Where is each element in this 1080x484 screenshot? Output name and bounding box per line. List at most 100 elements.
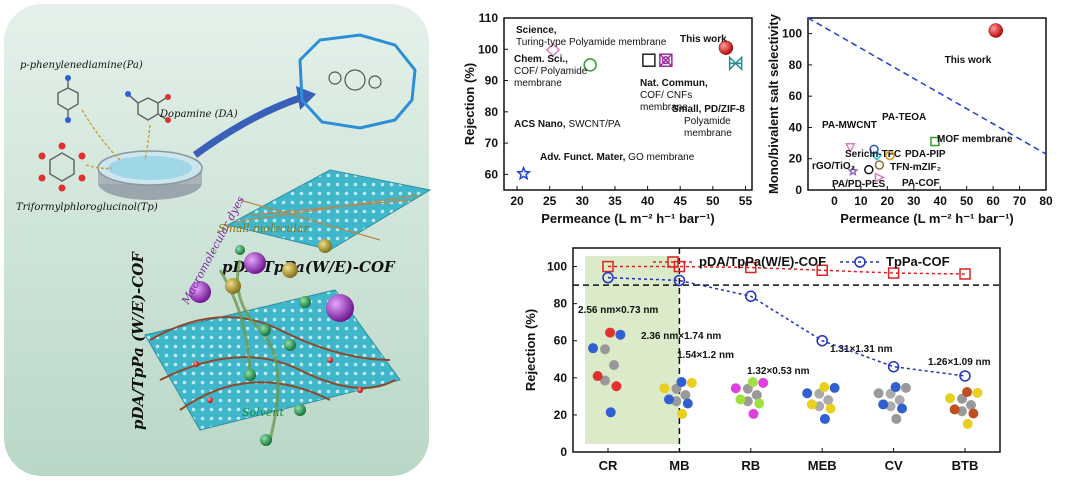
point-label: rGO/TiO₂ (812, 161, 855, 172)
molecule-size-label: 1.54×1.2 nm (677, 350, 734, 361)
data-point-marker (845, 143, 856, 154)
legend: pDA/TpPa(W/E)-COF TpPa-COF (653, 254, 950, 269)
molecule-size-label: 1.31×1.31 nm (830, 344, 893, 355)
solvent-ball (284, 339, 296, 351)
dye-molecule-icon (873, 382, 912, 424)
data-point-marker (642, 53, 656, 67)
data-point-marker (745, 290, 757, 302)
data-point-marker (988, 23, 1004, 38)
reaction-arrow (192, 94, 302, 158)
point-label: MOF membrane (937, 134, 1013, 145)
x-tick-label: MEB (808, 458, 837, 473)
legend-label: TpPa-COF (886, 254, 950, 269)
data-point-marker (602, 260, 614, 273)
x-tick-label: BTB (952, 458, 979, 473)
x-tick-label: 55 (739, 194, 753, 208)
plot-area (807, 17, 1047, 191)
data-point-marker (545, 42, 561, 57)
data-point-marker (659, 53, 673, 67)
point-label: Science, Turing-type Polyamide membrane (516, 25, 667, 48)
y-tick-label: 100 (478, 42, 498, 56)
point-label: This work (680, 34, 727, 45)
data-point-marker (874, 172, 886, 183)
y-tick-label: 20 (554, 408, 568, 422)
dye-molecule-icon (659, 377, 697, 419)
pa-molecule-icon (57, 75, 79, 123)
highlight-region (585, 256, 680, 444)
data-point-marker (887, 360, 900, 373)
y-tick-label: 110 (479, 11, 499, 25)
y-axis-title: Mono/bivalent salt selectivity (766, 13, 781, 194)
dye-molecule-icon (730, 377, 769, 419)
schematic-panel: p-phenylenediamine(Pa) Dopamine (DA) Tri… (4, 4, 432, 476)
data-point-marker (745, 261, 757, 274)
y-tick-label: 100 (782, 27, 802, 41)
data-point-marker (667, 256, 679, 268)
macromolecule-ball (326, 294, 354, 322)
pa-label: p-phenylenediamine(Pa) (20, 60, 143, 71)
solvent-ball (235, 245, 245, 255)
data-point-marker (673, 274, 686, 287)
x-tick-label: 70 (1013, 194, 1027, 208)
y-tick-label: 60 (485, 167, 499, 181)
data-point-marker (602, 271, 614, 284)
solvent-ball (260, 434, 272, 446)
y-tick-label: 20 (789, 152, 803, 166)
dye-molecule-icon (588, 327, 626, 418)
x-tick-label: 45 (674, 194, 688, 208)
x-tick-label: 30 (576, 194, 590, 208)
y-tick-label: 80 (789, 58, 803, 72)
data-point-marker (847, 165, 859, 177)
x-axis-title: Permeance (L m⁻² h⁻¹ bar⁻¹) (541, 211, 715, 226)
series-line (607, 276, 966, 377)
y-tick-label: 40 (789, 120, 803, 134)
point-label: PA-TEOA (882, 112, 926, 123)
point-label: PA/PD-PES (832, 179, 885, 190)
y-tick-label: 100 (547, 260, 567, 274)
membrane-sheet (226, 169, 432, 251)
macromolecule-ball (189, 281, 211, 303)
x-axis-title: Permeance (L m⁻² h⁻¹ bar⁻¹) (840, 211, 1014, 226)
data-point-marker (874, 160, 885, 170)
point-label: ACS Nano, SWCNT/PA (514, 119, 621, 130)
cof-structure-icon (298, 33, 417, 130)
point-label: Adv. Funct. Mater, GO membrane (540, 152, 695, 163)
data-point-marker (583, 58, 597, 72)
da-molecule-icon (125, 91, 171, 123)
solvent-ball (244, 369, 256, 381)
molecule-size-label: 2.56 nm×0.73 nm (578, 305, 658, 316)
x-tick-label: 10 (854, 194, 868, 208)
x-tick-label: 80 (1039, 194, 1053, 208)
x-tick-label: 35 (608, 194, 622, 208)
dye-molecule-icon (945, 387, 983, 429)
y-tick-label: 80 (554, 297, 568, 311)
data-point-marker (930, 136, 940, 147)
data-point-marker (959, 268, 971, 280)
data-point-marker (854, 256, 866, 268)
point-label: This work (945, 55, 992, 66)
y-axis-title: Rejection (%) (523, 309, 538, 391)
small-label: Small molecular (218, 222, 309, 235)
x-tick-label: MB (669, 458, 689, 473)
legend-label: pDA/TpPa(W/E)-COF (699, 254, 826, 269)
data-point-marker (871, 150, 882, 161)
macromolecule-ball (244, 252, 266, 274)
x-tick-label: RB (741, 458, 760, 473)
x-tick-label: CV (885, 458, 903, 473)
x-tick-label: CR (599, 458, 618, 473)
point-label: PA-COF (902, 178, 940, 189)
solvent-ball (259, 324, 271, 336)
x-tick-label: 60 (986, 194, 1000, 208)
solvent-ball (294, 404, 306, 416)
plot-area (503, 17, 753, 191)
y-tick-label: 80 (485, 105, 499, 119)
y-tick-label: 0 (560, 445, 567, 459)
tp-label: Triformylphloroglucinol(Tp) (16, 202, 158, 213)
y-tick-label: 60 (789, 89, 803, 103)
point-label: PDA-PIP (905, 149, 946, 160)
